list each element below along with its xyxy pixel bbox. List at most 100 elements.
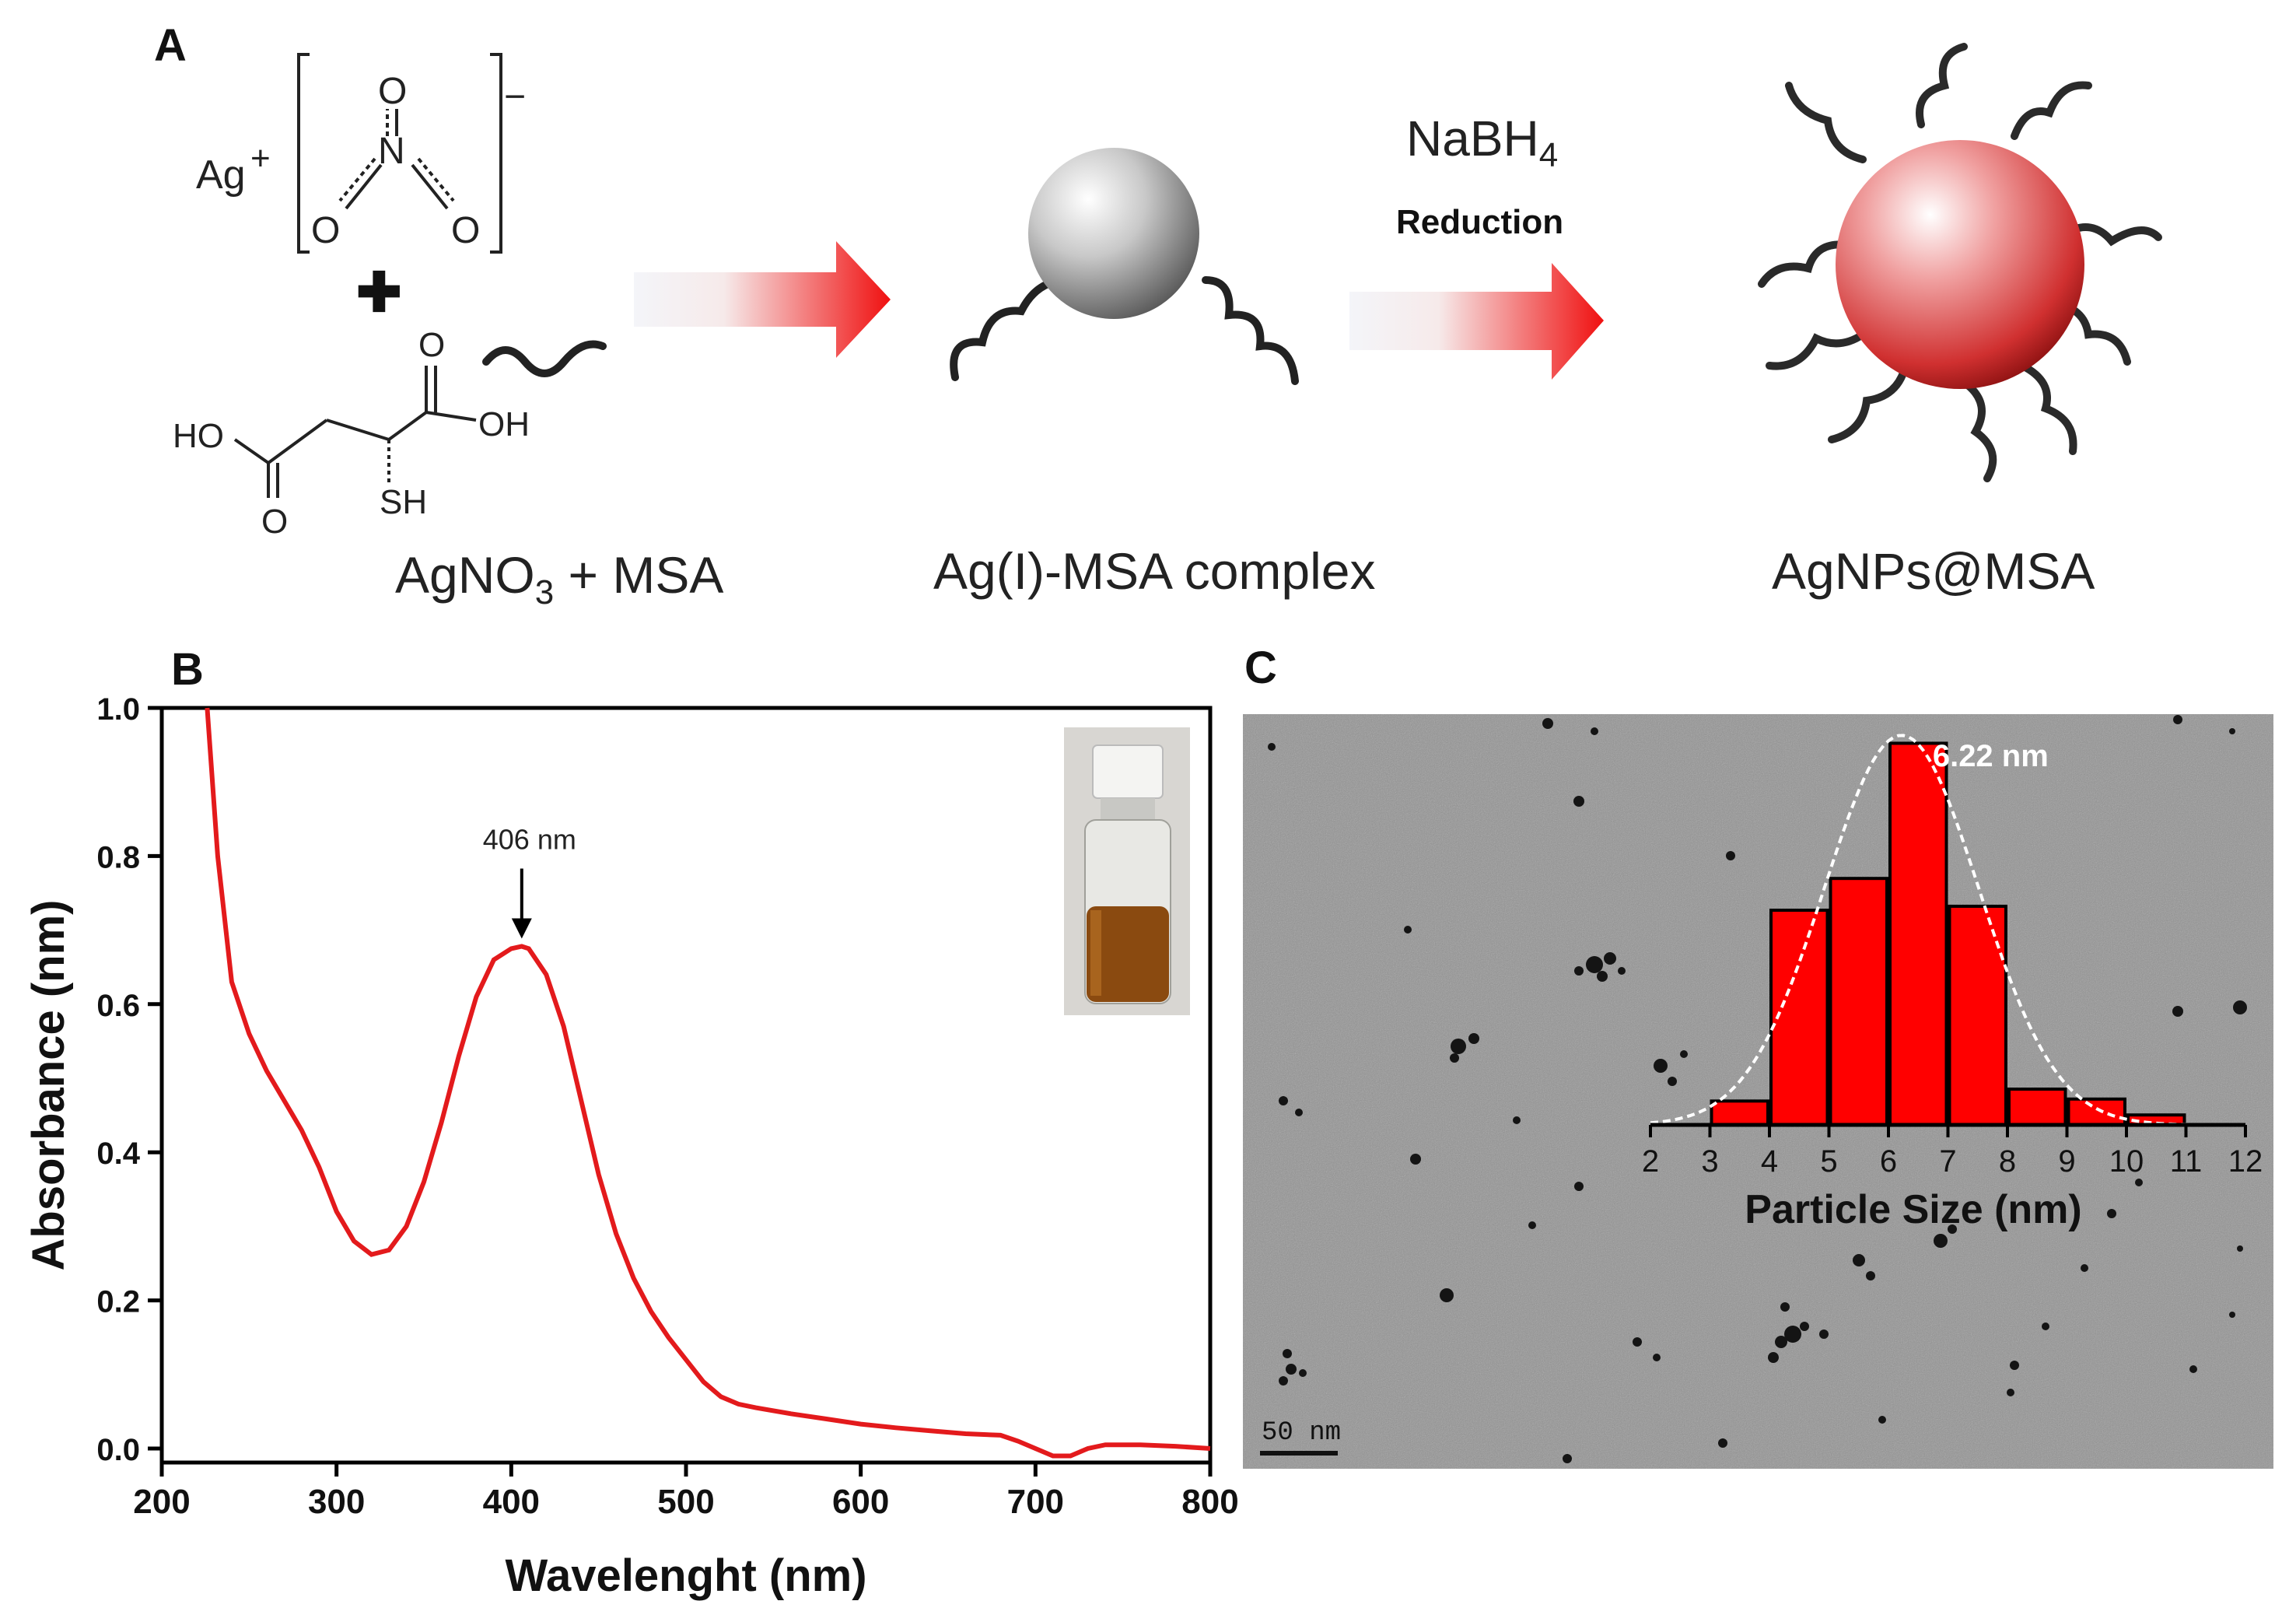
tem-particle xyxy=(2172,1006,2183,1017)
tem-particle xyxy=(1573,796,1584,807)
reduction-label: Reduction xyxy=(1396,203,1563,241)
tem-particle xyxy=(2007,1389,2014,1396)
histogram-bar xyxy=(2067,1097,2126,1127)
silver-ion-charge: + xyxy=(250,139,271,177)
reducer-formula: NaBH4 xyxy=(1406,110,1558,174)
histogram-x-tick-label: 11 xyxy=(2170,1144,2203,1179)
tem-particle xyxy=(1574,966,1584,976)
panel-a-label: A xyxy=(154,20,187,71)
complex-ligand-left xyxy=(950,276,1072,381)
peak-annotation: 406 nm xyxy=(483,824,576,939)
tem-particle xyxy=(1299,1369,1307,1377)
histogram-x-axis-label: Particle Size (nm) xyxy=(1745,1187,2081,1232)
tem-particle xyxy=(2229,1312,2235,1318)
histogram-bar xyxy=(1710,1099,1769,1126)
nitrate-oxygen-top: O xyxy=(378,71,407,112)
uvvis-x-tick-label: 300 xyxy=(308,1483,365,1521)
uvvis-x-axis-label: Wavelenght (nm) xyxy=(505,1550,866,1601)
uvvis-y-tick-label: 1.0 xyxy=(96,692,140,727)
tem-particle xyxy=(1726,851,1735,860)
plus-sign: ✚ xyxy=(356,262,402,323)
histogram-x-tick-label: 2 xyxy=(1642,1144,1659,1179)
tem-particle xyxy=(2010,1361,2019,1370)
tem-particle xyxy=(1528,1221,1536,1229)
panel-a: A Ag + O N O O − ✚ xyxy=(154,20,2162,611)
silver-ion-label: Ag xyxy=(196,152,246,198)
histogram-x-tick-label: 6 xyxy=(1880,1144,1897,1179)
uvvis-y-tick-label: 0.0 xyxy=(96,1433,140,1467)
uvvis-x-tick-label: 800 xyxy=(1181,1483,1238,1521)
nitrate-charge: − xyxy=(504,76,526,117)
histogram-bar xyxy=(2007,1088,2067,1127)
tem-particle xyxy=(1784,1326,1801,1343)
product-caption: AgNPs@MSA xyxy=(1772,542,2095,600)
uvvis-y-tick-label: 0.8 xyxy=(96,840,140,874)
tem-particle xyxy=(2229,728,2235,734)
complex-ligand-right xyxy=(1202,276,1299,385)
reaction-arrow-1 xyxy=(634,241,891,358)
tem-particle xyxy=(1775,1336,1787,1348)
uvvis-x-tick-label: 600 xyxy=(832,1483,889,1521)
ligand-chain-icon xyxy=(482,340,607,377)
histogram-x-tick-label: 10 xyxy=(2109,1144,2144,1179)
msa-structure xyxy=(233,366,477,498)
tem-particle xyxy=(1597,971,1608,982)
tem-particle xyxy=(2135,1179,2143,1186)
vial-liquid-highlight xyxy=(1090,910,1101,996)
tem-particle xyxy=(1286,1364,1297,1375)
histogram-x-tick-label: 12 xyxy=(2228,1144,2263,1179)
histogram-x-tick-label: 4 xyxy=(1761,1144,1778,1179)
tem-particle xyxy=(1878,1416,1886,1424)
tem-particle xyxy=(1948,1224,1957,1234)
tem-nanoparticles xyxy=(1268,715,2247,1463)
panel-b-label: B xyxy=(171,644,204,695)
msa-hydroxyl-left: HO xyxy=(173,417,224,455)
tem-particle xyxy=(1768,1352,1779,1363)
tem-particle xyxy=(1268,743,1276,751)
tem-particle xyxy=(1800,1322,1809,1331)
tem-particle xyxy=(1574,1182,1584,1191)
tem-particle xyxy=(2107,1209,2116,1218)
vial-neck xyxy=(1101,798,1155,820)
tem-particle xyxy=(1563,1454,1572,1463)
histogram-bar xyxy=(1769,909,1829,1127)
nitrate-nitrogen: N xyxy=(378,131,405,172)
tem-particle xyxy=(2042,1322,2049,1330)
uvvis-y-tick-label: 0.6 xyxy=(96,989,140,1023)
tem-particle xyxy=(1410,1154,1421,1165)
tem-particle xyxy=(1450,1053,1459,1063)
uvvis-x-tick-label: 400 xyxy=(483,1483,540,1521)
tem-particle xyxy=(1934,1234,1948,1248)
panel-c-label: C xyxy=(1244,643,1277,693)
tem-particle xyxy=(2189,1365,2197,1373)
vial-liquid-icon xyxy=(1087,906,1169,1002)
tem-particle xyxy=(2233,1000,2247,1014)
tem-particle xyxy=(1513,1116,1521,1124)
uvvis-x-tick-label: 700 xyxy=(1007,1483,1064,1521)
tem-particle xyxy=(1853,1254,1865,1266)
tem-particle xyxy=(2237,1245,2243,1252)
scale-bar-label: 50 nm xyxy=(1262,1418,1341,1448)
tem-particle xyxy=(2173,715,2182,724)
histogram-x-tick-label: 9 xyxy=(2058,1144,2075,1179)
msa-hydroxyl-right: OH xyxy=(478,405,530,443)
reagent-caption: AgNO3 + MSA xyxy=(395,546,723,611)
tem-particle xyxy=(1680,1050,1688,1058)
uvvis-y-tick-label: 0.4 xyxy=(96,1137,140,1171)
tem-particle xyxy=(1633,1337,1642,1347)
tem-particle xyxy=(1780,1302,1790,1312)
histogram-bar xyxy=(1829,877,1888,1127)
vial-photo-inset xyxy=(1064,727,1190,1015)
nitrate-oxygen-left: O xyxy=(311,210,340,251)
tem-particle xyxy=(1653,1354,1661,1361)
msa-carbonyl-right: O xyxy=(418,326,445,364)
peak-annotation-arrowhead xyxy=(511,918,532,939)
tem-particle xyxy=(2081,1264,2088,1272)
tem-particle xyxy=(1468,1033,1479,1044)
peak-size-label: 6.22 nm xyxy=(1933,739,2049,773)
tem-particle xyxy=(1604,952,1616,965)
